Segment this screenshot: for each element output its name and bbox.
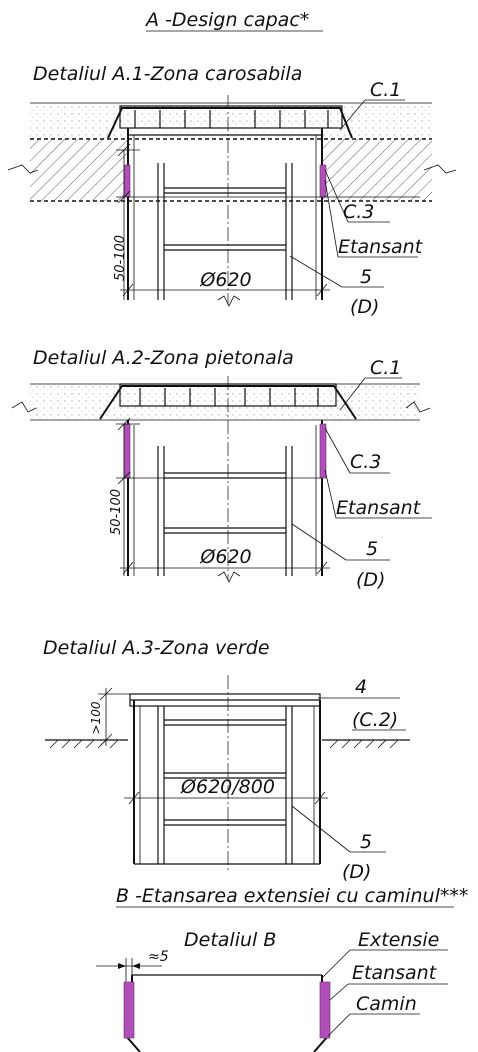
section-b-gap-dim: ≈5	[148, 949, 169, 965]
detail-a1-callout-c3: C.3	[343, 201, 374, 223]
detail-a1-callout-c1: C.1	[370, 79, 401, 101]
detail-a2-title: Detaliul A.2-Zona pietonala	[33, 347, 294, 369]
detail-a1-title: Detaliul A.1-Zona carosabila	[33, 63, 302, 85]
main-title: A -Design capac*	[144, 9, 309, 31]
detail-a3: Detaliul A.3-Zona verde >100	[43, 637, 410, 883]
section-b: B -Etansarea extensiei cu caminul*** Det…	[96, 885, 468, 1052]
detail-a2: Detaliul A.2-Zona pietonala 50-100	[11, 347, 432, 591]
detail-a2-callout-sealant: Etansant	[336, 497, 422, 519]
detail-a2-callout-c1: C.1	[370, 357, 401, 379]
base-layer-left	[30, 139, 128, 201]
sealant-right-a2	[319, 423, 327, 479]
detail-a2-callout-c3: C.3	[350, 451, 381, 473]
base-layer-right	[322, 139, 432, 201]
detail-a2-height-dim: 50-100	[109, 489, 124, 535]
detail-a2-diameter-dim: Ø620	[199, 546, 251, 568]
detail-a1-diameter-dim: Ø620	[199, 269, 251, 291]
detail-a2-callout-5: 5	[366, 538, 378, 560]
sealant-left-a2	[123, 423, 131, 479]
detail-a3-callout-5: 5	[360, 831, 372, 853]
detail-a1-callout-5: 5	[360, 266, 372, 288]
section-b-title: B -Etansarea extensiei cu caminul***	[116, 885, 468, 907]
detail-a3-height-dim: >100	[89, 701, 103, 734]
detail-a3-callout-c2: (C.2)	[352, 709, 398, 731]
detail-a3-callout-4: 4	[355, 676, 367, 698]
sealant-right-b	[319, 981, 331, 1039]
section-b-callout-extension: Extensie	[358, 929, 439, 951]
detail-a3-diameter-dim: Ø620/800	[180, 776, 275, 798]
paving-layer	[30, 384, 420, 420]
section-b-callout-chamber: Camin	[356, 993, 417, 1015]
detail-a3-title: Detaliul A.3-Zona verde	[43, 637, 270, 659]
detail-a1-height-dim: 50-100	[113, 235, 128, 281]
section-b-detail-title: Detaliul B	[184, 929, 276, 951]
detail-a1: Detaliul A.1-Zona carosabila	[7, 63, 457, 318]
detail-a3-callout-d: (D)	[342, 861, 371, 883]
detail-a1-callout-sealant: Etansant	[338, 236, 424, 258]
section-b-callout-sealant: Etansant	[352, 962, 438, 984]
detail-a1-callout-d: (D)	[350, 296, 379, 318]
detail-a2-callout-d: (D)	[356, 569, 385, 591]
sealant-left-b	[123, 981, 135, 1039]
